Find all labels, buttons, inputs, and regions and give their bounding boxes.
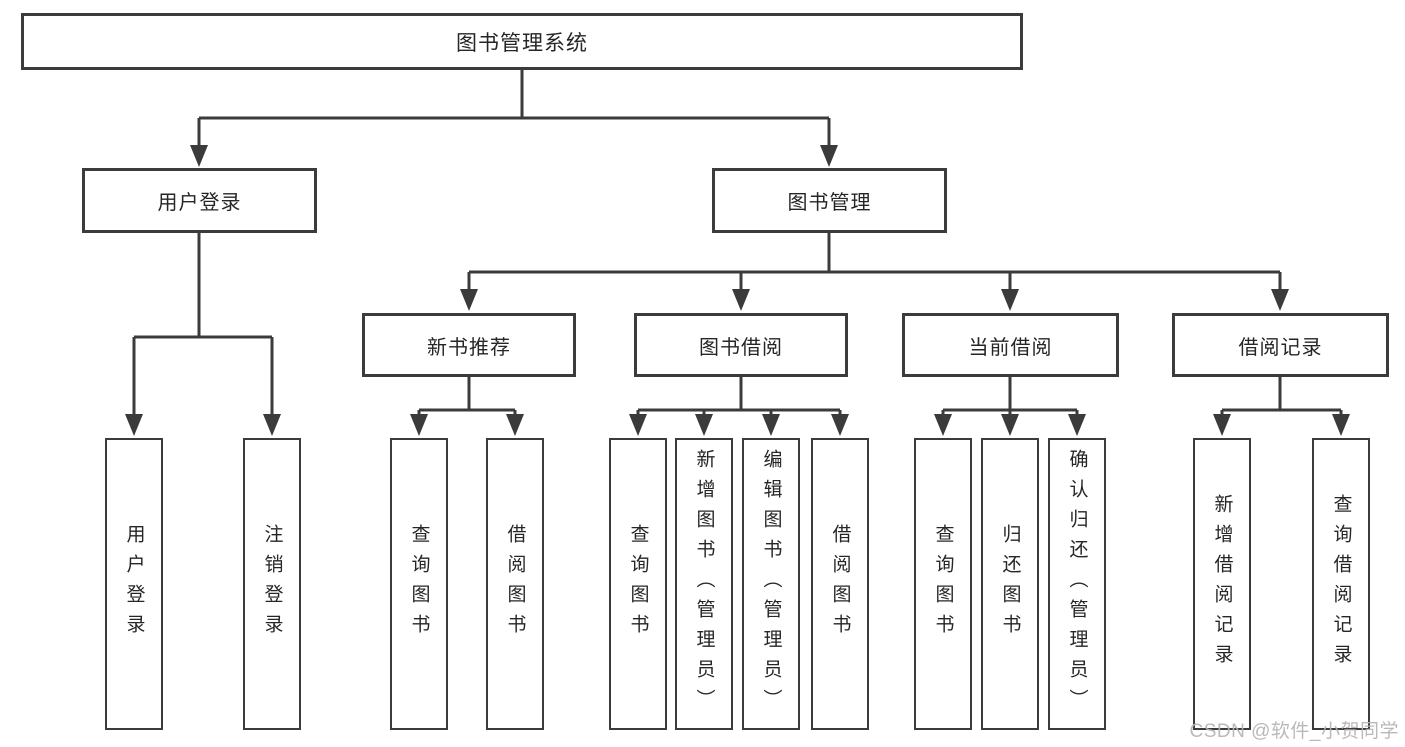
node-root-system: 图书管理系统 xyxy=(21,13,1023,70)
node-label: 用户登录 xyxy=(123,524,145,644)
leaf-add-book-admin: 新增图书（管理员） xyxy=(675,438,733,730)
node-label: 查询借阅记录 xyxy=(1330,494,1352,674)
node-user-login: 用户登录 xyxy=(82,168,317,233)
leaf-confirm-return-admin: 确认归还（管理员） xyxy=(1048,438,1106,730)
node-label: 编辑图书（管理员） xyxy=(760,449,782,719)
leaf-query-books-borrow: 查询图书 xyxy=(609,438,667,730)
node-label: 图书管理 xyxy=(787,192,872,214)
leaf-query-books-current: 查询图书 xyxy=(914,438,972,730)
leaf-query-books-recommend: 查询图书 xyxy=(390,438,448,730)
node-label: 图书借阅 xyxy=(699,336,783,359)
node-label: 查询图书 xyxy=(627,524,649,644)
node-book-borrow: 图书借阅 xyxy=(634,313,848,377)
node-label: 借阅图书 xyxy=(504,524,526,644)
node-label: 新增图书（管理员） xyxy=(693,449,715,719)
node-label: 借阅记录 xyxy=(1238,336,1323,359)
node-current-borrow: 当前借阅 xyxy=(902,313,1119,377)
node-label: 新书推荐 xyxy=(427,336,511,359)
leaf-logout: 注销登录 xyxy=(243,438,301,730)
node-label: 借阅图书 xyxy=(829,524,851,644)
leaf-user-login: 用户登录 xyxy=(105,438,163,730)
node-label: 查询图书 xyxy=(932,524,954,644)
node-label: 注销登录 xyxy=(261,524,283,644)
leaf-edit-book-admin: 编辑图书（管理员） xyxy=(742,438,800,730)
leaf-return-book: 归还图书 xyxy=(981,438,1039,730)
csdn-watermark: CSDN @软件_小贺同学 xyxy=(1189,721,1399,742)
node-label: 归还图书 xyxy=(999,524,1021,644)
leaf-borrow-books-recommend: 借阅图书 xyxy=(486,438,544,730)
node-label: 用户登录 xyxy=(157,192,242,214)
node-new-book-recommend: 新书推荐 xyxy=(362,313,576,377)
leaf-add-borrow-record: 新增借阅记录 xyxy=(1193,438,1251,730)
node-label: 查询图书 xyxy=(408,524,430,644)
node-label: 图书管理系统 xyxy=(456,31,588,55)
leaf-query-borrow-record: 查询借阅记录 xyxy=(1312,438,1370,730)
leaf-borrow-books: 借阅图书 xyxy=(811,438,869,730)
node-label: 新增借阅记录 xyxy=(1211,494,1233,674)
node-label: 当前借阅 xyxy=(968,336,1053,359)
node-book-management: 图书管理 xyxy=(712,168,947,233)
node-borrow-records: 借阅记录 xyxy=(1172,313,1389,377)
node-label: 确认归还（管理员） xyxy=(1066,449,1088,719)
